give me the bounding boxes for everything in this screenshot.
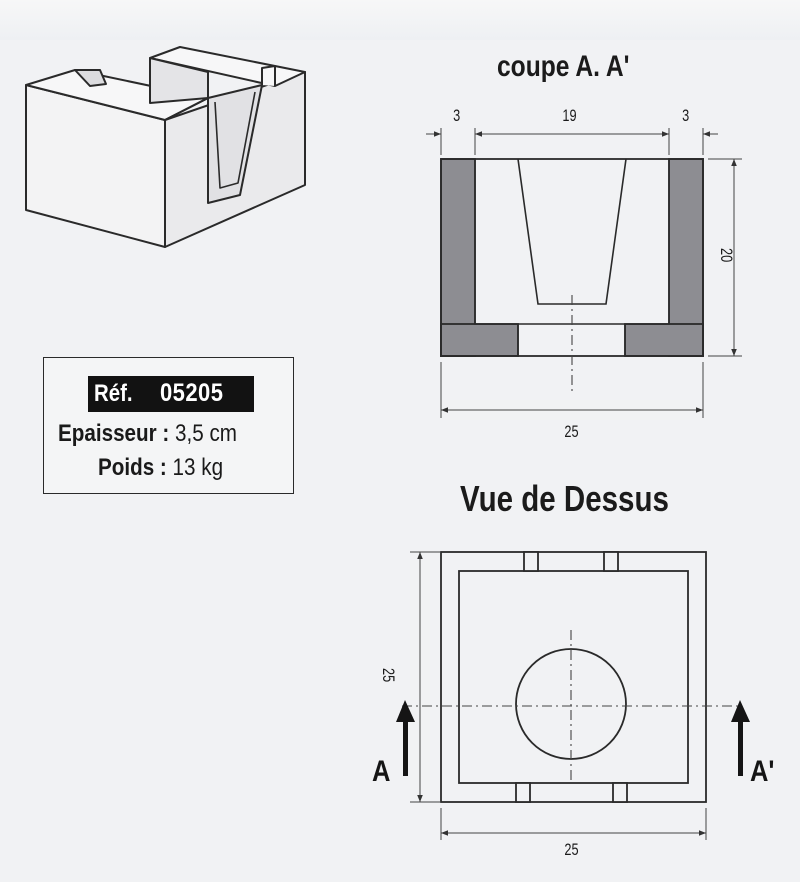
ref-value: 05205 xyxy=(160,379,224,407)
top-notch-back-right xyxy=(603,551,619,572)
iso-left-slot xyxy=(74,69,107,87)
dim-top-width: 25 xyxy=(564,840,579,859)
dim-height: 20 xyxy=(717,248,736,263)
cut-label-right: A' xyxy=(750,755,775,788)
thickness-line: Epaisseur : 3,5 cm xyxy=(58,420,237,448)
weight-value: 13 kg xyxy=(172,454,224,481)
top-notch-front-left xyxy=(515,782,531,803)
ref-badge: Réf. 05205 xyxy=(88,376,254,412)
top-inner xyxy=(458,570,689,784)
section-trapezoid-slot xyxy=(517,158,627,305)
top-view-title: Vue de Dessus xyxy=(460,478,669,519)
top-notch-front-right xyxy=(612,782,628,803)
dim-left-wall: 3 xyxy=(453,106,461,125)
section-floor-left xyxy=(440,323,519,357)
top-view xyxy=(440,551,707,803)
cut-arrow-left xyxy=(396,700,415,776)
thickness-label: Epaisseur : xyxy=(58,420,170,447)
section-dimensions xyxy=(426,128,742,418)
thickness-value: 3,5 cm xyxy=(175,420,237,447)
background-band xyxy=(0,0,800,40)
iso-inner-channel xyxy=(207,84,263,204)
section-view xyxy=(440,158,704,357)
dim-opening: 19 xyxy=(562,106,577,125)
dim-right-wall: 3 xyxy=(682,106,690,125)
dim-top-depth: 25 xyxy=(379,668,398,683)
cut-arrow-right xyxy=(731,700,750,776)
isometric-view xyxy=(25,46,306,248)
top-dimensions xyxy=(410,551,707,840)
weight-line: Poids : 13 kg xyxy=(98,454,223,482)
section-floor-right xyxy=(624,323,704,357)
top-outer xyxy=(440,551,707,803)
top-notch-back-left xyxy=(523,551,539,572)
spec-box: Réf. 05205 Epaisseur : 3,5 cm Poids : 13… xyxy=(43,357,294,494)
weight-label: Poids : xyxy=(98,454,167,481)
dim-section-width: 25 xyxy=(564,422,579,441)
ref-label: Réf. xyxy=(94,380,133,407)
cut-label-left: A xyxy=(372,755,391,788)
section-view-title: coupe A. A' xyxy=(497,50,630,83)
top-centerlines xyxy=(402,630,738,780)
